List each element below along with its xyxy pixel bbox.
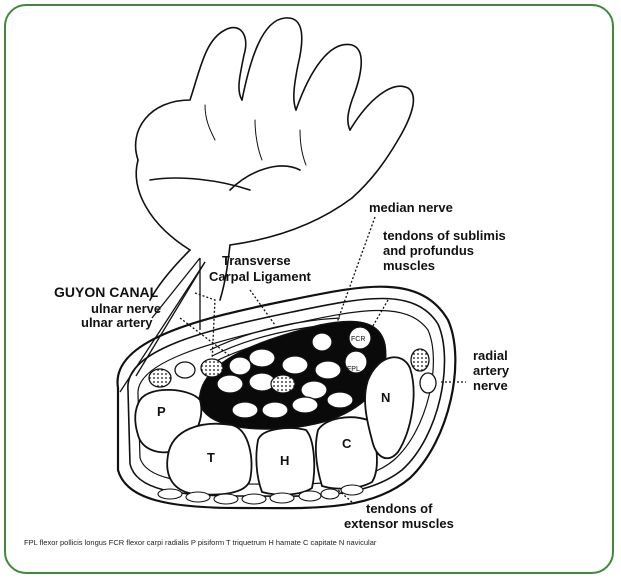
label-transverse-line2: Carpal Ligament — [209, 269, 312, 284]
label-radial-line2: artery — [473, 363, 510, 378]
extensor-tendon-oval — [158, 489, 182, 499]
label-radial-line3: nerve — [473, 378, 508, 393]
fcr-tag: FCR — [351, 336, 365, 343]
label-guyon-canal: GUYON CANAL — [54, 284, 159, 300]
fpl-tendon: FPL — [345, 351, 367, 373]
extensor-tendon-oval — [214, 494, 238, 504]
bone-navicular — [365, 357, 414, 458]
radial-nerve-oval — [420, 373, 436, 393]
guyon-oval — [175, 362, 195, 378]
bone-label-t: T — [207, 450, 215, 465]
label-ulnar-artery: ulnar artery — [81, 315, 153, 330]
bone-label-c: C — [342, 436, 352, 451]
tendon-oval — [292, 397, 318, 413]
label-ulnar-nerve: ulnar nerve — [91, 301, 161, 316]
label-tendons-sublimis-line1: tendons of sublimis — [383, 228, 506, 243]
radial-artery-dotted — [411, 349, 429, 371]
tendon-oval — [282, 356, 308, 374]
radial-structures — [411, 349, 436, 393]
ulnar-nerve-dotted — [201, 359, 223, 377]
bone-label-p: P — [157, 404, 166, 419]
ulnar-artery — [229, 357, 251, 375]
label-radial-line1: radial — [473, 348, 508, 363]
abbreviation-legend: FPL flexor pollicis longus FCR flexor ca… — [24, 538, 604, 547]
tendon-oval — [315, 361, 341, 379]
fcr-tendon: FCR — [349, 327, 371, 349]
label-transverse-line1: Transverse — [222, 253, 291, 268]
tendon-oval — [327, 392, 353, 408]
label-tendons-sublimis-line3: muscles — [383, 258, 435, 273]
tendon-oval — [249, 349, 275, 367]
extensor-tendon-oval — [242, 494, 266, 504]
tendon-oval — [262, 402, 288, 418]
guyon-dotted — [149, 369, 171, 387]
label-tendons-sublimis-line2: and profundus — [383, 243, 474, 258]
extensor-tendon-oval — [341, 485, 363, 495]
label-extensor-line1: tendons of — [366, 501, 433, 516]
label-median-nerve: median nerve — [369, 200, 453, 215]
tendon-oval — [232, 402, 258, 418]
extensor-tendon-oval — [299, 491, 321, 501]
extensor-tendon-oval — [321, 489, 339, 499]
extensor-tendon-oval — [270, 493, 294, 503]
tendon-oval — [217, 375, 243, 393]
median-nerve-oval — [312, 333, 332, 351]
bone-label-h: H — [280, 453, 289, 468]
tendon-oval-dotted — [271, 375, 295, 393]
extensor-tendon-oval — [186, 492, 210, 502]
bone-capitate — [316, 417, 377, 488]
bone-label-n: N — [381, 390, 390, 405]
tendon-oval — [301, 381, 327, 399]
fpl-tag: FPL — [347, 366, 360, 373]
label-extensor-line2: extensor muscles — [344, 516, 454, 531]
